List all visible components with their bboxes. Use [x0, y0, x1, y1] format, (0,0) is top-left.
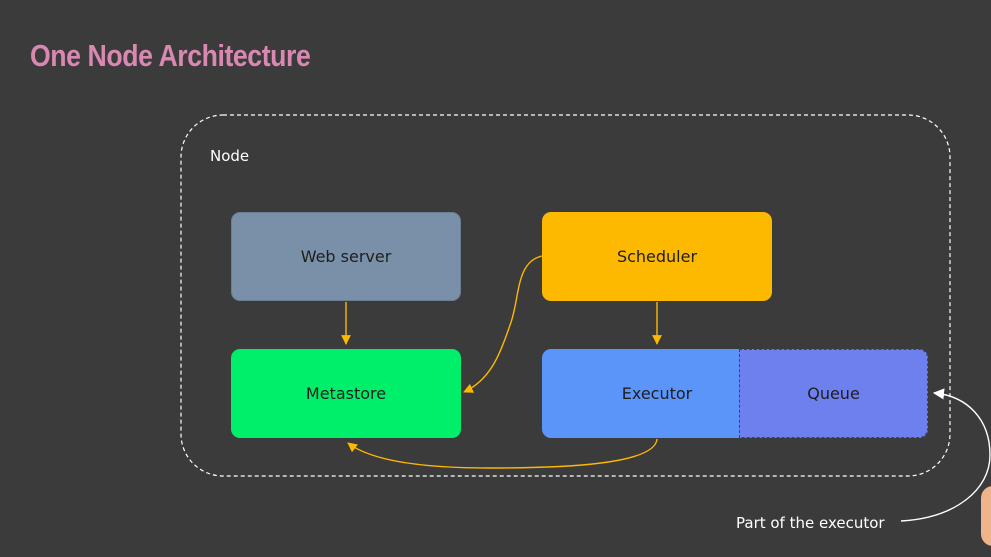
executor-callout: Part of the executor — [736, 514, 885, 532]
presenter-avatar — [981, 486, 991, 546]
arrow-callout-to-queue — [900, 388, 991, 522]
queue-box: Queue — [739, 349, 928, 438]
queue-label: Queue — [807, 384, 860, 403]
web-server-label: Web server — [300, 247, 392, 266]
scheduler-label: Scheduler — [616, 247, 698, 266]
slide-title: One Node Architecture — [30, 38, 311, 73]
metastore-label: Metastore — [305, 384, 387, 403]
node-label: Node — [210, 147, 250, 165]
web-server-box: Web server — [231, 212, 461, 301]
arrow-scheduler-to-metastore — [463, 255, 543, 393]
arrow-executor-to-metastore — [347, 438, 658, 469]
executor-label: Executor — [621, 384, 693, 403]
scheduler-box: Scheduler — [542, 212, 772, 301]
metastore-box: Metastore — [231, 349, 461, 438]
node-boundary — [180, 114, 951, 477]
